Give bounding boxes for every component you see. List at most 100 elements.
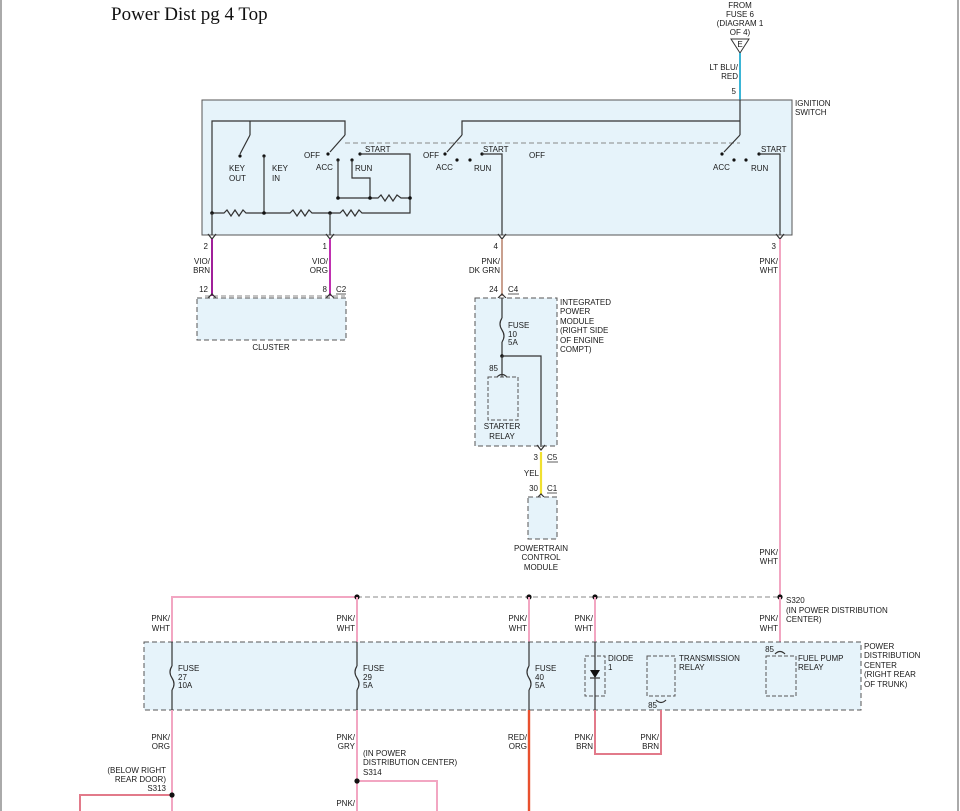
svg-text:OFF: OFF	[529, 151, 545, 160]
transmission-relay-box	[646, 655, 676, 697]
ipm-connector: C4	[508, 285, 519, 294]
switch-pin-4: 4	[494, 242, 499, 251]
svg-text:OF 4): OF 4)	[730, 28, 751, 37]
pdc-fuses	[169, 642, 532, 710]
fuse40-rating: 5A	[535, 681, 545, 690]
fuel-pump-relay-box	[765, 655, 797, 697]
wire-pnk-wht-label: PNK/	[759, 257, 778, 266]
transmission-relay-label: TRANSMISSION	[679, 654, 740, 663]
svg-text:PNK/: PNK/	[759, 614, 778, 623]
ignition-switch-box	[201, 99, 793, 236]
bottom-wire-labels: PNK/ ORG PNK/ GRY RED/ ORG PNK/ BRN PNK/…	[151, 733, 659, 808]
svg-text:ORG: ORG	[152, 742, 170, 751]
ipm-pin-mark	[497, 293, 507, 299]
svg-text:GRY: GRY	[338, 742, 356, 751]
svg-text:WHT: WHT	[575, 624, 593, 633]
diode-icon	[584, 642, 606, 710]
svg-text:(DIAGRAM 1: (DIAGRAM 1	[717, 19, 764, 28]
wire-yel-label: YEL	[524, 469, 540, 478]
ipm-fuse-label: FUSE	[508, 321, 529, 330]
switch-pin-3: 3	[772, 242, 777, 251]
fuel-pump-relay-pin-mark	[774, 650, 786, 655]
svg-text:OUT: OUT	[229, 174, 246, 183]
svg-text:START: START	[483, 145, 509, 154]
wire-pnk-wht-label-b: PNK/	[759, 548, 778, 557]
fuse29-number: 29	[363, 673, 372, 682]
feed-wire-label-2: RED	[721, 72, 738, 81]
switch-pin-2: 2	[204, 242, 209, 251]
cluster-connector: C2	[336, 285, 347, 294]
fuse27-label: FUSE	[178, 664, 199, 673]
fuel-pump-relay-label: FUEL PUMP	[798, 654, 844, 663]
wire-s314-branch	[357, 780, 438, 811]
svg-text:START: START	[365, 145, 391, 154]
ipm-out-pin: 3	[534, 453, 539, 462]
ignition-switch-position-labels: KEY OUT KEY IN OFF ACC START RUN OFF ACC…	[229, 145, 787, 183]
fuse27-number: 27	[178, 673, 187, 682]
splice-s314-dot	[354, 778, 360, 784]
diode-label: DIODE	[608, 654, 633, 663]
svg-text:MODULE: MODULE	[560, 317, 594, 326]
cluster-pin-8: 8	[323, 285, 328, 294]
svg-text:KEY: KEY	[229, 164, 246, 173]
fuse29-label: FUSE	[363, 664, 384, 673]
splice-s320-label-3: CENTER)	[786, 615, 822, 624]
svg-text:IN: IN	[272, 174, 280, 183]
svg-text:BRN: BRN	[642, 742, 659, 751]
starter-relay-pin: 85	[489, 364, 498, 373]
svg-text:DISTRIBUTION: DISTRIBUTION	[864, 651, 921, 660]
svg-text:ACC: ACC	[436, 163, 453, 172]
splice-s320-label: S320	[786, 596, 805, 605]
splice-s314-label-3: S314	[363, 768, 382, 777]
svg-text:POWER: POWER	[864, 642, 894, 651]
feed-wire-label: LT BLU/	[709, 63, 738, 72]
svg-text:CENTER: CENTER	[864, 661, 897, 670]
svg-text:BRN: BRN	[576, 742, 593, 751]
svg-text:OFF: OFF	[304, 151, 320, 160]
svg-text:PNK/: PNK/	[151, 733, 170, 742]
wire-vio-org-label-2: ORG	[310, 266, 328, 275]
wire-pnk-wht-label-b-2: WHT	[760, 557, 778, 566]
splice-s320-label-2: (IN POWER DISTRIBUTION	[786, 606, 888, 615]
cluster-pin-mark-b	[325, 293, 335, 299]
svg-text:WHT: WHT	[760, 624, 778, 633]
transmission-relay-pin-mark	[655, 699, 667, 704]
svg-text:START: START	[761, 145, 787, 154]
splice-s313-dot	[169, 792, 175, 798]
svg-text:PNK/: PNK/	[151, 614, 170, 623]
svg-text:POWER: POWER	[560, 307, 590, 316]
svg-text:PNK/: PNK/	[508, 614, 527, 623]
svg-text:FUSE 6: FUSE 6	[726, 10, 755, 19]
svg-text:ORG: ORG	[509, 742, 527, 751]
svg-text:WHT: WHT	[509, 624, 527, 633]
svg-text:ACC: ACC	[713, 163, 730, 172]
ipm-fuse-number: 10	[508, 330, 517, 339]
fuse27-rating: 10A	[178, 681, 193, 690]
wire-vio-org-label: VIO/	[312, 257, 329, 266]
pcm-label-2: CONTROL	[521, 553, 561, 562]
wire-vio-brn-label: VIO/	[194, 257, 211, 266]
pdc-label: POWER DISTRIBUTION CENTER (RIGHT REAR OF…	[864, 642, 921, 689]
ignition-switch-label: IGNITION	[795, 99, 831, 108]
feed-pin: 5	[732, 87, 737, 96]
wire-pnk-brn	[594, 710, 662, 755]
fuel-pump-relay-pin: 85	[765, 645, 774, 654]
ipm-fuse-rating: 5A	[508, 338, 518, 347]
wire-pnk-wht-label-2: WHT	[760, 266, 778, 275]
wire-vio-brn-label-2: BRN	[193, 266, 210, 275]
svg-text:FROM: FROM	[728, 1, 752, 10]
ipm-label: INTEGRATED POWER MODULE (RIGHT SIDE OF E…	[560, 298, 611, 354]
svg-text:OF ENGINE: OF ENGINE	[560, 336, 604, 345]
splice-s313-label: (BELOW RIGHT	[107, 766, 166, 775]
svg-text:KEY: KEY	[272, 164, 289, 173]
svg-text:PNK/: PNK/	[336, 614, 355, 623]
svg-text:PNK/: PNK/	[336, 733, 355, 742]
starter-relay-label-2: RELAY	[489, 432, 515, 441]
svg-text:PNK/: PNK/	[574, 614, 593, 623]
svg-text:PNK/: PNK/	[640, 733, 659, 742]
ipm-pin: 24	[489, 285, 498, 294]
svg-text:(RIGHT REAR: (RIGHT REAR	[864, 670, 916, 679]
svg-text:PNK/: PNK/	[336, 799, 355, 808]
pcm-label-3: MODULE	[524, 563, 558, 572]
source-label: FROM FUSE 6 (DIAGRAM 1 OF 4)	[717, 1, 764, 37]
